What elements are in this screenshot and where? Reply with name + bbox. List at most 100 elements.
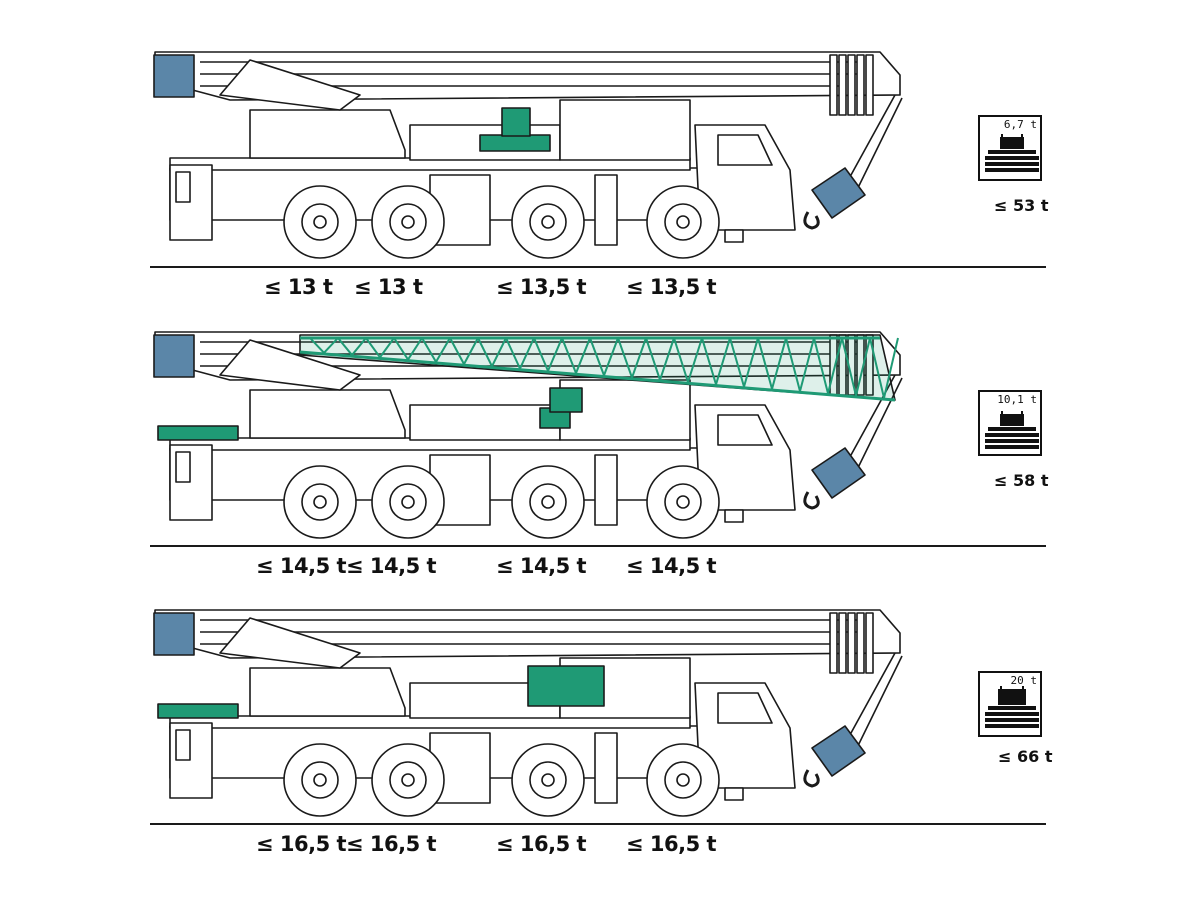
luffing-cylinder xyxy=(219,617,361,669)
boom-head-sheave xyxy=(856,54,865,116)
counterweight-label: 20 t xyxy=(1010,674,1038,687)
wheel-center xyxy=(676,773,690,787)
ground-line xyxy=(150,545,1046,547)
counterweight-label: 10,1 t xyxy=(997,393,1037,406)
axle-load-1: ≤ 13 t xyxy=(264,275,333,299)
ground-line xyxy=(150,266,1046,268)
superstructure-body xyxy=(249,667,406,717)
wheel-center xyxy=(676,495,690,509)
lattice-brace xyxy=(701,337,717,385)
cab-window xyxy=(717,414,773,446)
lattice-brace xyxy=(505,337,521,370)
lattice-brace xyxy=(757,337,773,390)
boom-head-sheave xyxy=(847,54,856,116)
axle-load-3: ≤ 14,5 t xyxy=(496,554,587,578)
rear-light xyxy=(175,451,191,483)
lattice-brace xyxy=(463,337,479,365)
operator-cabin xyxy=(559,99,691,161)
lattice-brace xyxy=(435,337,451,363)
superstructure-body xyxy=(249,109,406,159)
lattice-brace xyxy=(729,337,745,387)
lattice-brace xyxy=(785,337,801,392)
crane-drawing xyxy=(153,609,903,817)
lattice-brace xyxy=(715,337,731,385)
cab-window xyxy=(717,692,773,724)
lattice-brace xyxy=(659,337,675,381)
configuration-1: ≤ 13 t ≤ 13 t ≤ 13,5 t ≤ 13,5 t 6,7 t ≤ … xyxy=(0,0,1200,299)
wheel-center xyxy=(313,773,327,787)
lattice-brace xyxy=(883,337,899,399)
lattice-brace xyxy=(617,337,633,378)
boom-head-sheave xyxy=(865,54,874,116)
hook-block xyxy=(811,167,866,219)
lattice-brace xyxy=(323,337,339,354)
wheel-center xyxy=(676,215,690,229)
lattice-brace xyxy=(351,337,367,356)
hoist-rope xyxy=(851,97,903,201)
lattice-brace xyxy=(365,337,381,358)
lattice-brace xyxy=(687,337,703,383)
cab-step xyxy=(724,787,744,801)
cab-window xyxy=(717,134,773,166)
lattice-brace xyxy=(491,337,507,367)
crane-hook xyxy=(803,769,820,788)
lattice-brace xyxy=(519,337,535,370)
hook-block xyxy=(811,725,866,777)
lattice-brace xyxy=(575,337,591,374)
wheel-center xyxy=(541,773,555,787)
wheel-center xyxy=(401,215,415,229)
boom-head-sheave xyxy=(838,54,847,116)
boom-head-sheave xyxy=(856,612,865,674)
lattice-brace xyxy=(645,337,661,381)
axle-load-1: ≤ 14,5 t xyxy=(256,554,347,578)
rear-ballast xyxy=(157,703,239,719)
boom-foot-block xyxy=(153,54,195,98)
lattice-brace xyxy=(309,337,325,354)
lattice-brace xyxy=(393,337,409,361)
axle-load-4: ≤ 14,5 t xyxy=(626,554,717,578)
boom-head-sheave xyxy=(829,612,838,674)
lattice-brace xyxy=(855,337,871,396)
turntable xyxy=(409,404,561,441)
wheel-center xyxy=(313,495,327,509)
axle-load-2: ≤ 16,5 t xyxy=(346,832,437,856)
outrigger-box xyxy=(594,174,618,246)
wheel-center xyxy=(401,773,415,787)
lattice-brace xyxy=(673,337,689,383)
hoist-rope xyxy=(851,655,903,759)
ground-line xyxy=(150,823,1046,825)
boom-head-sheave xyxy=(865,612,874,674)
rear-light xyxy=(175,171,191,203)
axle-load-1: ≤ 16,5 t xyxy=(256,832,347,856)
axle-load-4: ≤ 16,5 t xyxy=(626,832,717,856)
lattice-brace xyxy=(337,337,353,356)
lattice-brace xyxy=(421,337,437,363)
axle-load-4: ≤ 13,5 t xyxy=(626,275,717,299)
total-load: ≤ 58 t xyxy=(994,471,1049,490)
crane-hook xyxy=(803,491,820,510)
lattice-brace xyxy=(407,337,423,361)
counterweight-top xyxy=(501,107,531,137)
lattice-brace xyxy=(533,337,549,372)
crane-drawing xyxy=(153,331,903,539)
crane-drawing xyxy=(153,51,903,259)
lattice-brace xyxy=(449,337,465,365)
counterweight-top xyxy=(549,387,583,413)
lattice-brace xyxy=(799,337,815,392)
axle-load-3: ≤ 16,5 t xyxy=(496,832,587,856)
lattice-brace xyxy=(561,337,577,374)
luffing-cylinder xyxy=(219,339,361,391)
wheel-center xyxy=(401,495,415,509)
boom-head-sheave xyxy=(847,612,856,674)
total-load: ≤ 53 t xyxy=(994,196,1049,215)
lattice-brace xyxy=(631,337,647,378)
counterweight-icon xyxy=(985,134,1039,172)
axle-load-2: ≤ 14,5 t xyxy=(346,554,437,578)
total-load: ≤ 66 t xyxy=(998,747,1053,766)
outrigger-box xyxy=(594,732,618,804)
counterweight-box: 10,1 t xyxy=(978,390,1042,456)
counterweight-label: 6,7 t xyxy=(1003,118,1037,131)
boom-foot-block xyxy=(153,334,195,378)
wheel-center xyxy=(313,215,327,229)
hook-block xyxy=(811,447,866,499)
